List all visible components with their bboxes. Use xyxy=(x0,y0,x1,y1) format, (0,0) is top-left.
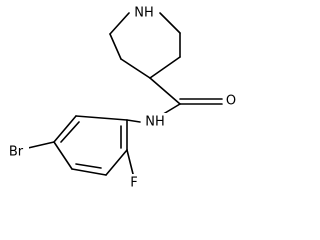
bond-aryl-c5-br xyxy=(27,141,55,149)
chemical-structure-diagram: NH O NH Br F xyxy=(3,4,239,192)
bond-c4-carbonyl-c xyxy=(149,77,181,105)
bond-ring-c3-c4 xyxy=(120,58,151,79)
bond-ring-nh-c2 xyxy=(109,12,130,35)
bond-ring-c6-nh xyxy=(159,12,181,34)
atom-label-ring-nh: NH xyxy=(134,6,154,21)
bond-aryl-inner-2 xyxy=(75,163,102,169)
bond-aryl-c2-f xyxy=(126,149,134,175)
atom-label-carbonyl-o: O xyxy=(226,94,236,109)
bond-aryl-c5-c6 xyxy=(53,115,77,143)
bond-aryl-c2-c3 xyxy=(105,149,128,176)
bond-ring-c4-c5 xyxy=(149,56,181,79)
atom-label-bromine: Br xyxy=(9,145,24,160)
bonds xyxy=(27,12,223,176)
bond-aryl-c4-c5 xyxy=(53,141,73,170)
atom-label-amide-nh: NH xyxy=(145,115,165,130)
bond-aryl-inner-3 xyxy=(60,121,80,143)
atom-label-fluorine: F xyxy=(130,176,137,191)
bond-aryl-c6-c1 xyxy=(75,115,128,121)
atom-labels: NH O NH Br F xyxy=(3,4,239,192)
bond-ring-c2-c3 xyxy=(109,33,122,60)
bond-nh-aryl-c1 xyxy=(126,119,141,123)
bond-aryl-c3-c4 xyxy=(71,168,107,176)
